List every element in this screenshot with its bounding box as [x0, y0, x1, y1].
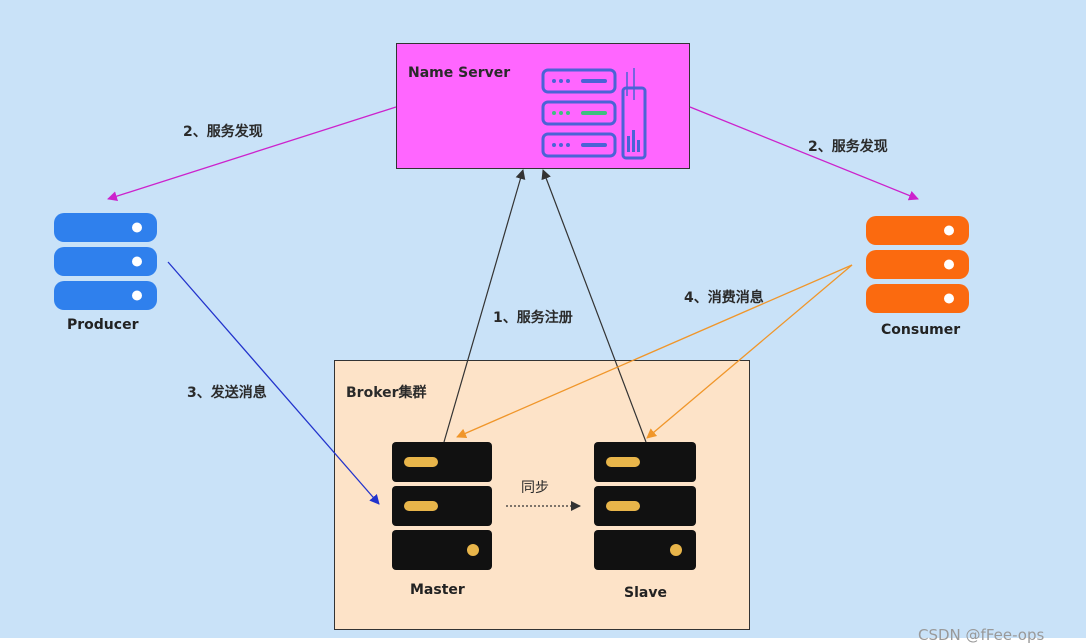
discovery-arrow-left	[107, 106, 397, 202]
discovery-right-label: 2、服务发现	[808, 139, 888, 155]
registration-label: 1、服务注册	[493, 310, 573, 326]
master-register-arrow	[443, 169, 526, 443]
discovery-arrow-right	[689, 106, 919, 201]
sync-label: 同步	[521, 480, 549, 496]
slave-label: Slave	[624, 585, 667, 601]
master-label: Master	[410, 582, 465, 598]
slave-server-icon	[594, 442, 696, 570]
consumer-label: Consumer	[881, 322, 961, 338]
slave-register-arrow	[541, 169, 647, 443]
consumer-server-icon	[866, 216, 969, 313]
consume-message-label: 4、消费消息	[684, 290, 764, 306]
name-server-icon	[541, 68, 647, 160]
watermark: CSDN @fFee-ops	[918, 626, 1045, 644]
send-message-label: 3、发送消息	[187, 385, 267, 401]
send-message-arrow	[167, 261, 380, 505]
consume-master-arrow	[456, 264, 853, 438]
consume-slave-arrow	[646, 264, 853, 439]
name-server-title: Name Server	[408, 65, 511, 81]
producer-server-icon	[54, 213, 157, 310]
producer-label: Producer	[67, 317, 139, 333]
discovery-left-label: 2、服务发现	[183, 124, 263, 140]
name-server-box: Name Server	[396, 43, 690, 169]
broker-cluster-title: Broker集群	[346, 385, 427, 401]
master-server-icon	[392, 442, 492, 570]
